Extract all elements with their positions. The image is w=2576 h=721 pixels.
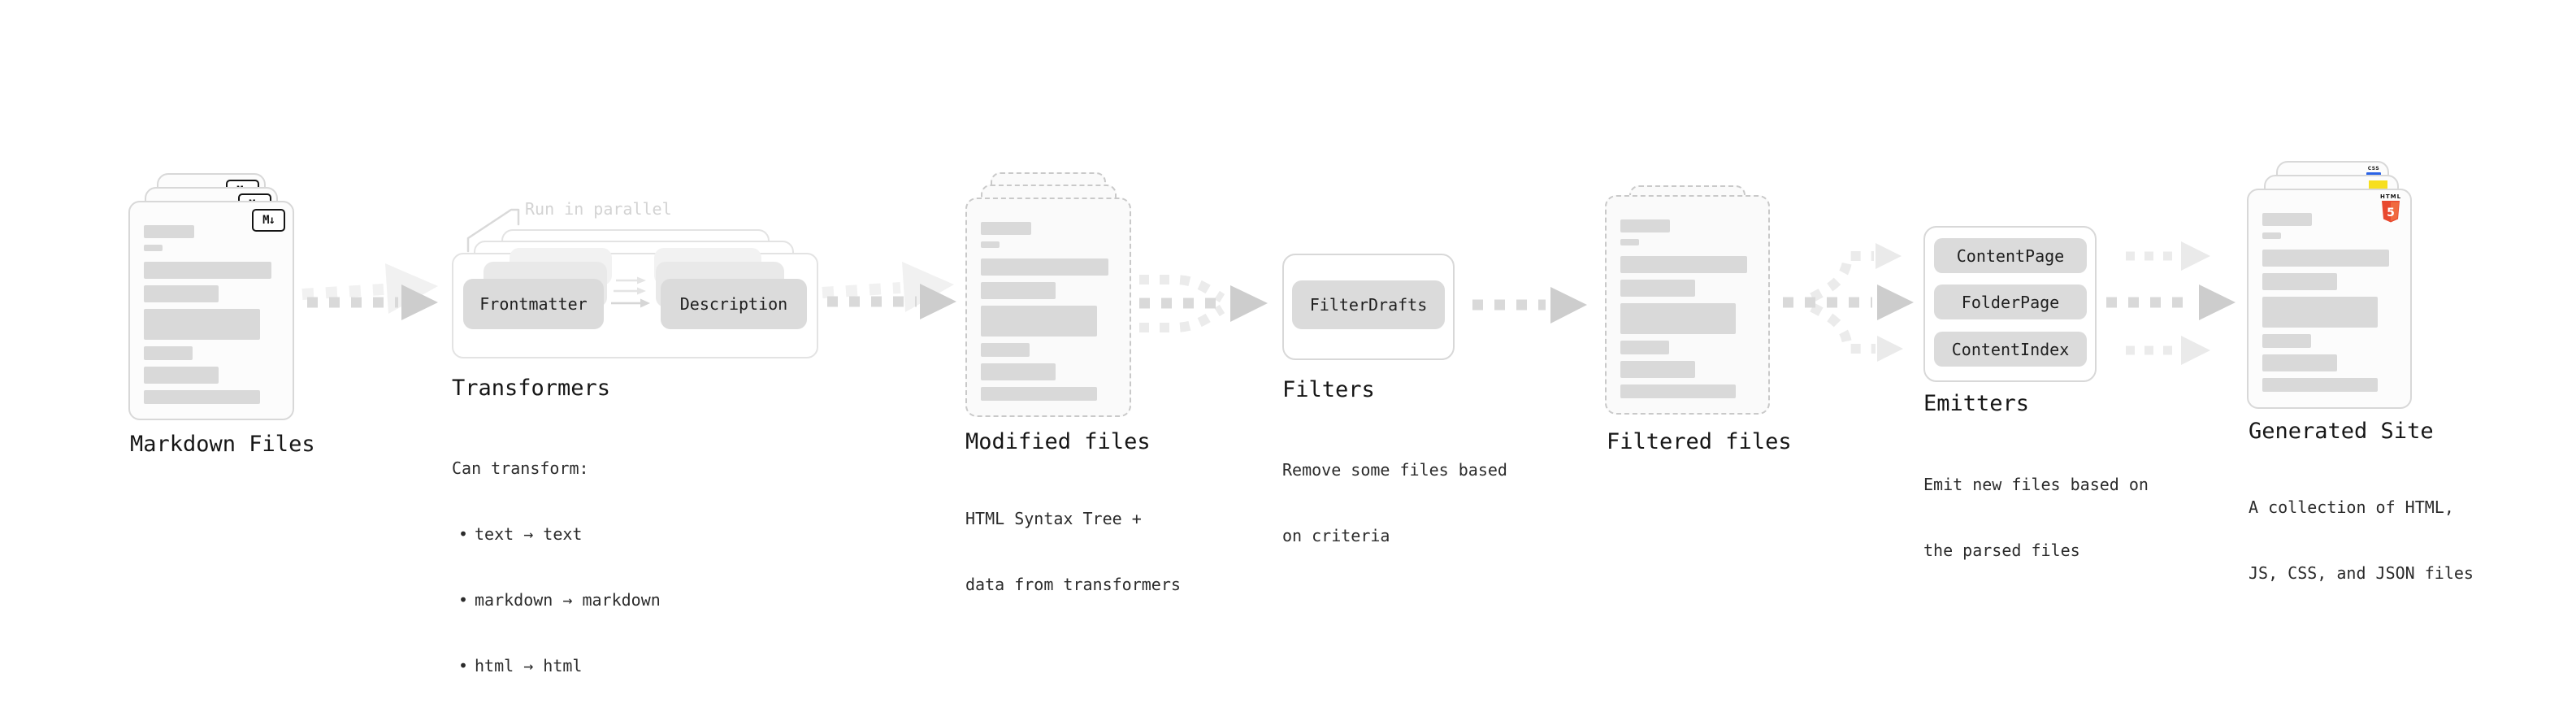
arrow-filtered-to-emitters: [1783, 243, 1914, 362]
description-line: on criteria: [1282, 526, 1390, 545]
skeleton-line: [1620, 341, 1669, 354]
skeleton-line: [1620, 219, 1671, 232]
pill-contentindex: ContentIndex: [1934, 332, 2087, 367]
pill-frontmatter: Frontmatter: [463, 279, 604, 329]
javascript-icon: [2369, 180, 2387, 190]
stage-label-markdown-files: Markdown Files: [130, 432, 315, 457]
stage-label-emitters: Emitters: [1923, 391, 2030, 416]
skeleton-line: [1620, 280, 1695, 297]
stage-label-filtered-files: Filtered files: [1607, 429, 1792, 454]
skeleton-line: [981, 258, 1109, 276]
skeleton-line: [1620, 384, 1736, 398]
run-in-parallel-annotation: Run in parallel: [525, 199, 672, 219]
description-line: A collection of HTML,: [2249, 497, 2454, 517]
stage-label-transformers: Transformers: [452, 376, 611, 401]
file-card-front: M↓: [128, 201, 294, 420]
skeleton-line: [2262, 334, 2311, 348]
html5-shield: 5: [2382, 201, 2400, 223]
skeleton-line: [981, 387, 1097, 401]
skeleton-line: [981, 282, 1056, 299]
skeleton-line: [1620, 361, 1695, 378]
bullet-icon: •: [458, 524, 469, 544]
skeleton-line: [2262, 378, 2378, 392]
document-skeleton: [2262, 213, 2393, 392]
skeleton-line: [2262, 297, 2378, 328]
filters-description: Remove some files based on criteria: [1282, 415, 1507, 591]
pipeline-diagram: M↓ M↓ M↓ Markdown Files Frontmatter Desc…: [128, 161, 2474, 675]
pill-filterdrafts: FilterDrafts: [1292, 280, 1445, 329]
stage-label-generated-site: Generated Site: [2249, 419, 2434, 444]
css-underline: [2366, 172, 2381, 176]
skeleton-line: [144, 390, 260, 404]
skeleton-line: [2262, 354, 2337, 371]
svg-text:5: 5: [2387, 206, 2395, 219]
bullet-line: • markdown → markdown: [452, 589, 661, 611]
arrow-emitters-to-generated: [2106, 241, 2236, 365]
flow-arrows-layer: [301, 208, 2236, 365]
skeleton-line: [1620, 303, 1736, 334]
css-icon: CSS: [2366, 167, 2381, 176]
skeleton-line: [2262, 232, 2281, 239]
skeleton-line: [144, 285, 219, 302]
skeleton-line: [1620, 256, 1748, 273]
description-line: Emit new files based on: [1923, 475, 2149, 494]
document-skeleton: [144, 225, 275, 404]
skeleton-line: [144, 262, 272, 279]
file-card-front-html: HTML 5: [2247, 189, 2412, 409]
description-line: data from transformers: [965, 575, 1181, 594]
arrow-markdown-to-transformers: [301, 263, 438, 320]
skeleton-line: [144, 245, 163, 251]
bullet-text: html → html: [475, 656, 583, 675]
skeleton-line: [2262, 273, 2337, 290]
arrow-filters-to-filtered: [1472, 287, 1587, 324]
document-skeleton: [1620, 219, 1751, 398]
description-line: JS, CSS, and JSON files: [2249, 563, 2474, 583]
bullet-text: markdown → markdown: [475, 590, 661, 610]
generated-site-description: A collection of HTML, JS, CSS, and JSON …: [2249, 453, 2474, 628]
pill-description: Description: [661, 279, 807, 329]
skeleton-line: [981, 343, 1030, 357]
skeleton-line: [2262, 250, 2390, 267]
pill-contentpage: ContentPage: [1934, 238, 2087, 273]
transformers-description: Can transform: • text → text • markdown …: [452, 414, 661, 721]
description-line: Remove some files based: [1282, 460, 1507, 480]
description-line: the parsed files: [1923, 541, 2080, 560]
description-line: HTML Syntax Tree +: [965, 509, 1142, 528]
modified-files-description: HTML Syntax Tree + data from transformer…: [965, 464, 1181, 640]
skeleton-line: [144, 346, 193, 360]
skeleton-line: [144, 309, 260, 340]
bullet-line: • html → html: [452, 655, 661, 677]
file-card-front-dashed: [1605, 195, 1770, 415]
skeleton-line: [981, 306, 1097, 337]
bullet-text: text → text: [475, 524, 583, 544]
skeleton-line: [144, 367, 219, 384]
skeleton-line: [981, 363, 1056, 380]
bullet-line: • text → text: [452, 523, 661, 545]
arrow-transformers-to-modified: [822, 262, 956, 319]
skeleton-line: [981, 222, 1031, 235]
bullet-icon: •: [458, 590, 469, 610]
stage-label-filters: Filters: [1282, 377, 1375, 402]
document-skeleton: [981, 222, 1112, 401]
skeleton-line: [981, 241, 1000, 248]
transform-step-arrows-icon: [611, 276, 650, 308]
html5-icon: HTML 5: [2380, 193, 2401, 226]
file-card-front-dashed: [965, 198, 1131, 417]
stage-label-modified-files: Modified files: [965, 429, 1151, 454]
pill-folderpage: FolderPage: [1934, 284, 2087, 319]
bullet-icon: •: [458, 656, 469, 675]
can-transform-line: Can transform:: [452, 458, 589, 478]
skeleton-line: [2262, 213, 2313, 226]
emitters-description: Emit new files based on the parsed files: [1923, 430, 2149, 606]
annotation-leader-line: [466, 208, 520, 253]
skeleton-line: [144, 225, 194, 238]
skeleton-line: [1620, 239, 1639, 245]
markdown-icon: M↓: [252, 209, 285, 232]
arrow-modified-to-filters: [1139, 275, 1268, 332]
